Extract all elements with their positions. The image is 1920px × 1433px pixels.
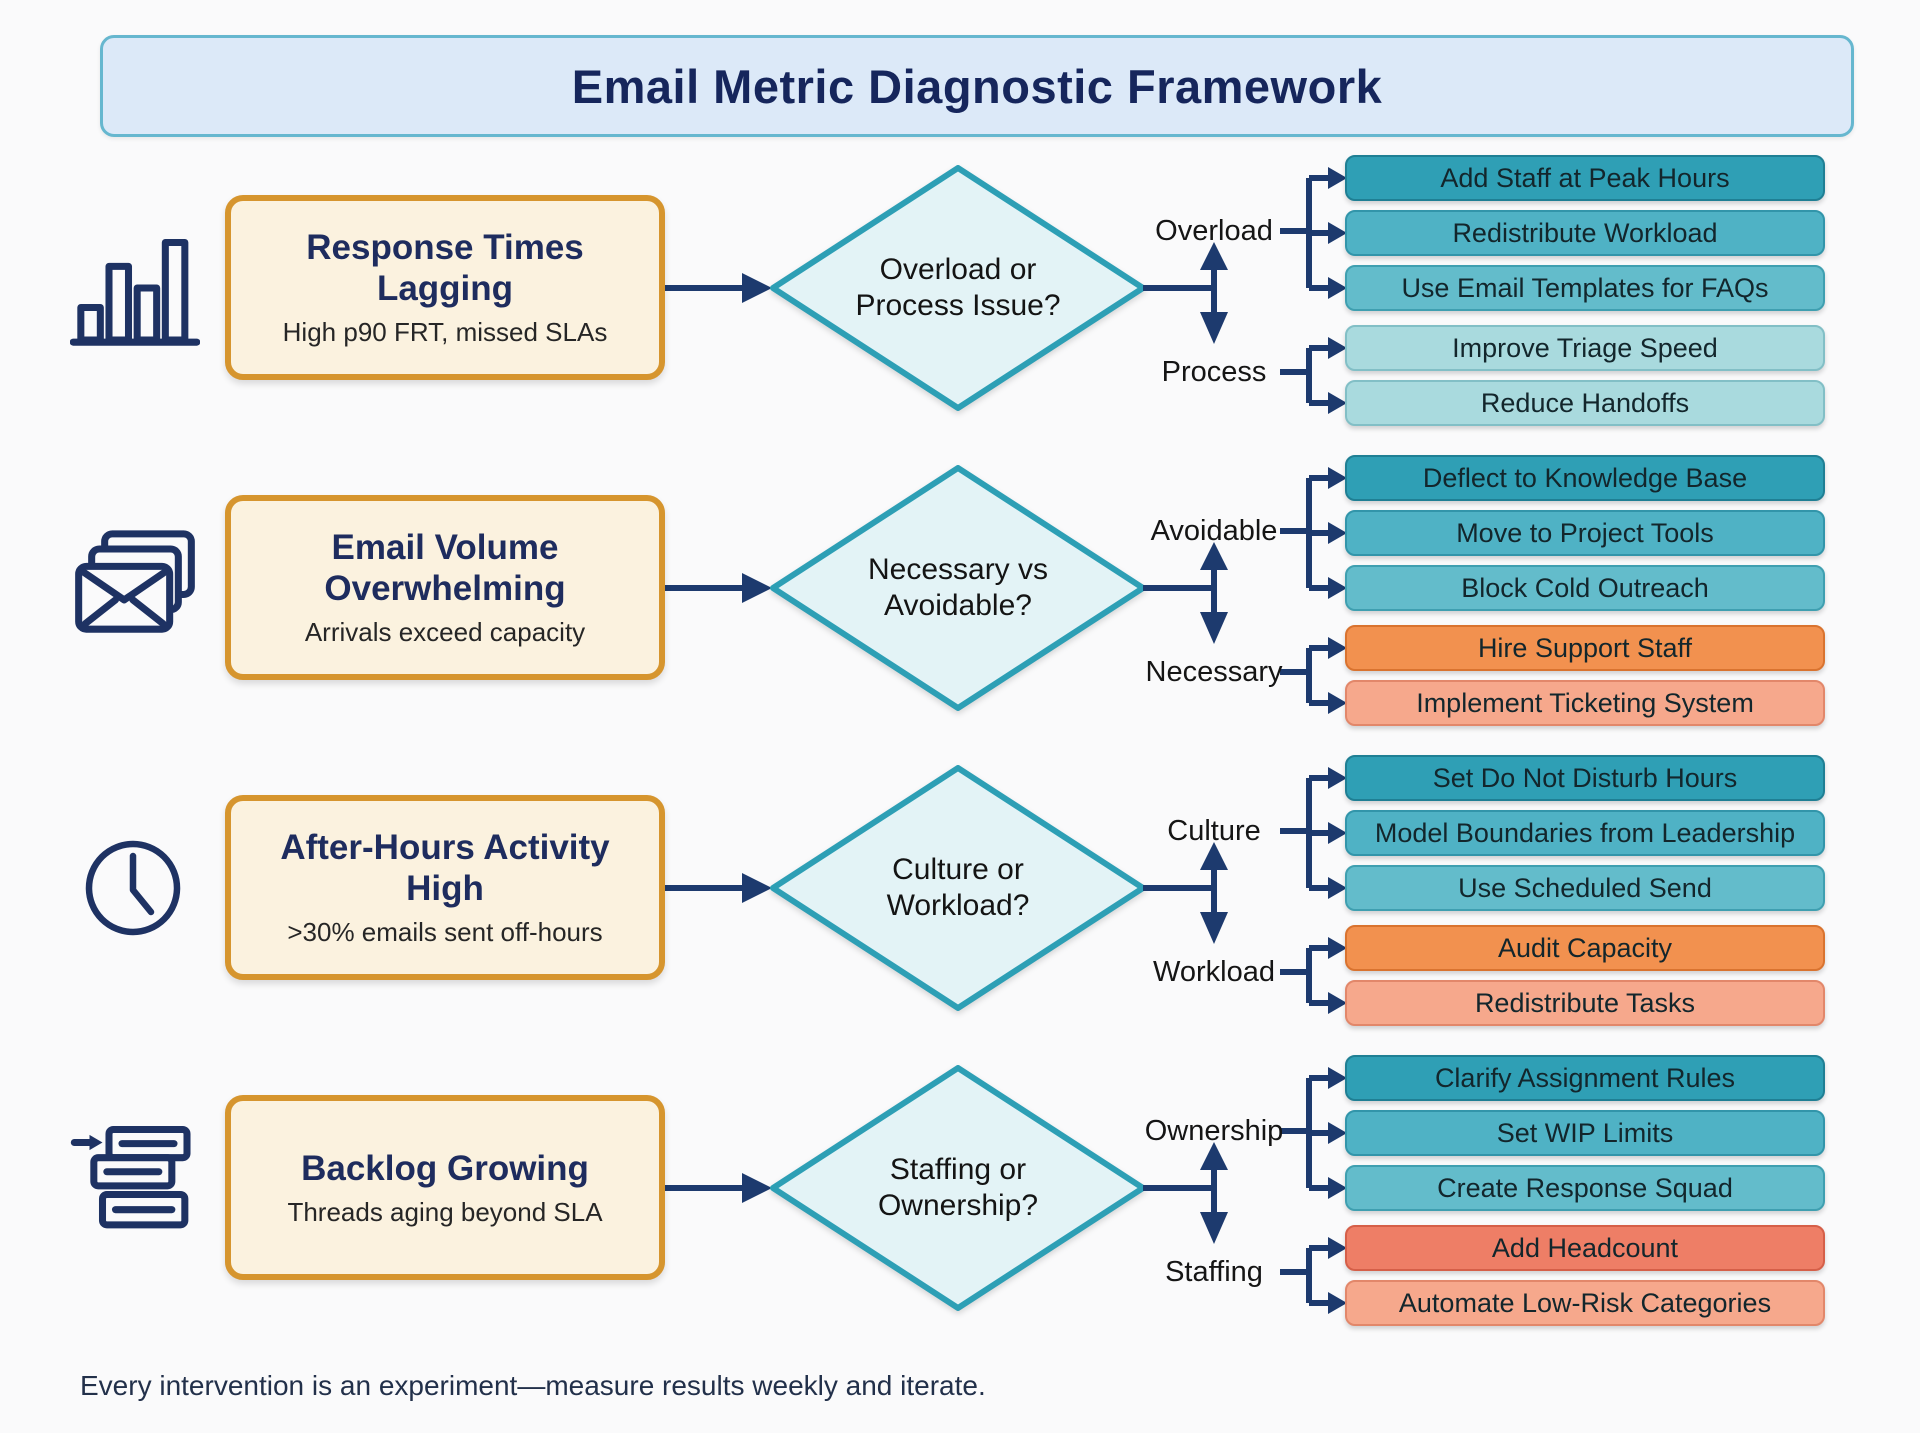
action-box: Model Boundaries from Leadership (1345, 810, 1825, 856)
action-box: Clarify Assignment Rules (1345, 1055, 1825, 1101)
action-box: Create Response Squad (1345, 1165, 1825, 1211)
action-box: Redistribute Workload (1345, 210, 1825, 256)
problem-subtitle: High p90 FRT, missed SLAs (282, 317, 608, 347)
arrowhead-icon (742, 573, 772, 603)
decision-label: Staffing or Ownership? (877, 1153, 1039, 1222)
arrowhead-down-icon (1200, 1212, 1228, 1244)
diagnostic-row-backlog: Backlog Growing Threads aging beyond SLA… (0, 1040, 1920, 1340)
arrowhead-down-icon (1200, 912, 1228, 944)
action-box: Improve Triage Speed (1345, 325, 1825, 371)
diagnostic-row-email-volume: Email Volume Overwhelming Arrivals excee… (0, 440, 1920, 740)
action-box: Block Cold Outreach (1345, 565, 1825, 611)
action-box: Redistribute Tasks (1345, 980, 1825, 1026)
problem-subtitle: >30% emails sent off-hours (287, 917, 603, 947)
action-box: Move to Project Tools (1345, 510, 1825, 556)
envelopes-icon (60, 513, 210, 663)
branch-label: Culture (1167, 815, 1261, 847)
arrowhead-icon (742, 873, 772, 903)
diagnostic-row-after-hours: After-Hours Activity High >30% emails se… (0, 740, 1920, 1040)
branch-label: Staffing (1165, 1256, 1263, 1288)
action-box: Set WIP Limits (1345, 1110, 1825, 1156)
decision-label: Overload or Process Issue? (855, 253, 1061, 322)
footer-note: Every intervention is an experiment—meas… (80, 1370, 986, 1401)
title-banner: Email Metric Diagnostic Framework (100, 35, 1854, 137)
action-box: Deflect to Knowledge Base (1345, 455, 1825, 501)
action-box: Set Do Not Disturb Hours (1345, 755, 1825, 801)
problem-title: After-Hours Activity High (280, 828, 610, 908)
branch-label: Process (1161, 356, 1267, 388)
action-box: Reduce Handoffs (1345, 380, 1825, 426)
branch-label: Workload (1153, 956, 1275, 988)
problem-title: Email Volume Overwhelming (324, 528, 566, 608)
action-box: Hire Support Staff (1345, 625, 1825, 671)
action-box: Audit Capacity (1345, 925, 1825, 971)
arrowhead-icon (742, 1173, 772, 1203)
action-box: Add Staff at Peak Hours (1345, 155, 1825, 201)
branch-label: Overload (1155, 215, 1273, 247)
decision-label: Culture or Workload? (886, 853, 1030, 922)
arrowhead-icon (742, 273, 772, 303)
action-box: Automate Low-Risk Categories (1345, 1280, 1825, 1326)
bar-chart-icon (60, 213, 210, 363)
problem-box: After-Hours Activity High >30% emails se… (225, 795, 665, 980)
problem-subtitle: Threads aging beyond SLA (287, 1196, 603, 1227)
action-box: Use Scheduled Send (1345, 865, 1825, 911)
arrowhead-down-icon (1200, 612, 1228, 644)
action-box: Implement Ticketing System (1345, 680, 1825, 726)
problem-title: Backlog Growing (301, 1148, 589, 1188)
branch-label: Necessary (1145, 656, 1283, 688)
branch-label: Avoidable (1150, 515, 1278, 547)
action-box: Use Email Templates for FAQs (1345, 265, 1825, 311)
problem-box: Email Volume Overwhelming Arrivals excee… (225, 495, 665, 680)
diagnostic-row-response-times: Response Times Lagging High p90 FRT, mis… (0, 140, 1920, 440)
branch-label: Ownership (1144, 1115, 1284, 1147)
problem-title: Response Times Lagging (306, 228, 584, 308)
decision-label: Necessary vs Avoidable? (867, 553, 1049, 622)
problem-box: Backlog Growing Threads aging beyond SLA (225, 1095, 665, 1280)
problem-subtitle: Arrivals exceed capacity (304, 617, 586, 647)
problem-box: Response Times Lagging High p90 FRT, mis… (225, 195, 665, 380)
arrowhead-down-icon (1200, 312, 1228, 344)
page-title: Email Metric Diagnostic Framework (571, 59, 1383, 113)
action-box: Add Headcount (1345, 1225, 1825, 1271)
backlog-icon (60, 1113, 210, 1263)
clock-icon (60, 813, 210, 963)
